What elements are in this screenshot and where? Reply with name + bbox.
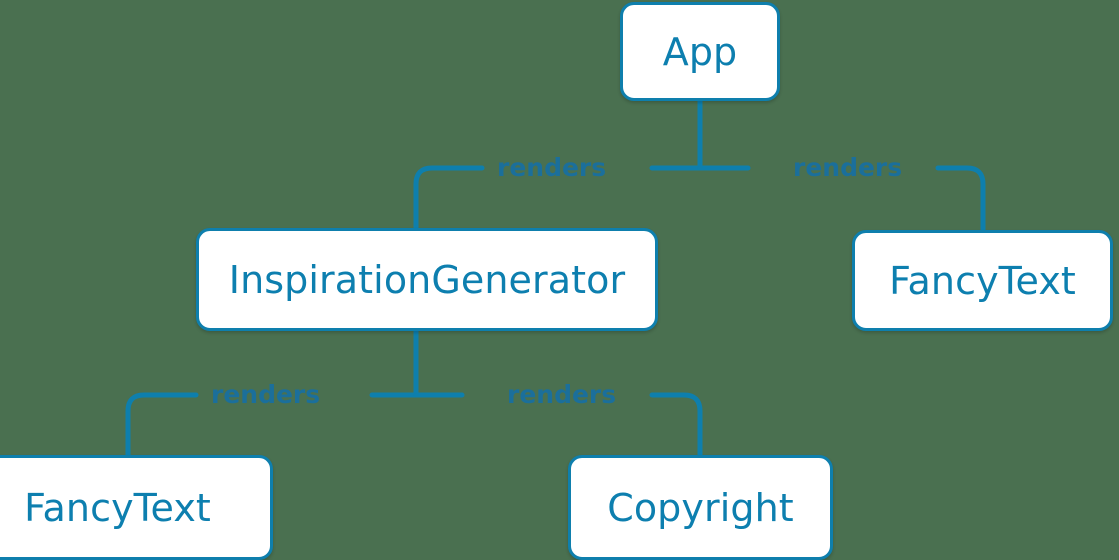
node-copyright-label: Copyright	[607, 485, 794, 530]
edge-inspgen-to-fancyleft-left-seg	[125, 392, 199, 458]
node-app-label: App	[662, 29, 738, 74]
node-copyright[interactable]: Copyright	[568, 455, 833, 560]
edge-label-inspiration-generator-to-copyright: renders	[507, 380, 617, 409]
node-app[interactable]: App	[620, 2, 780, 101]
edge-label-app-to-inspiration-generator: renders	[497, 153, 607, 182]
node-inspiration-generator[interactable]: InspirationGenerator	[196, 228, 658, 331]
node-inspiration-generator-label: InspirationGenerator	[228, 257, 626, 302]
edge-app-to-fancy-right-seg	[935, 165, 986, 233]
edge-app-to-inspgen-left-seg	[413, 165, 485, 231]
edge-label-app-to-fancytext: renders	[793, 153, 903, 182]
edge-label-inspiration-generator-to-fancytext: renders	[211, 380, 321, 409]
node-fancytext-left-label: FancyText	[24, 485, 211, 530]
node-fancytext-right[interactable]: FancyText	[852, 230, 1113, 331]
node-fancytext-left[interactable]: FancyText	[0, 455, 273, 560]
node-fancytext-right-label: FancyText	[889, 258, 1076, 303]
edge-inspgen-to-copyright-right-seg	[649, 392, 703, 458]
